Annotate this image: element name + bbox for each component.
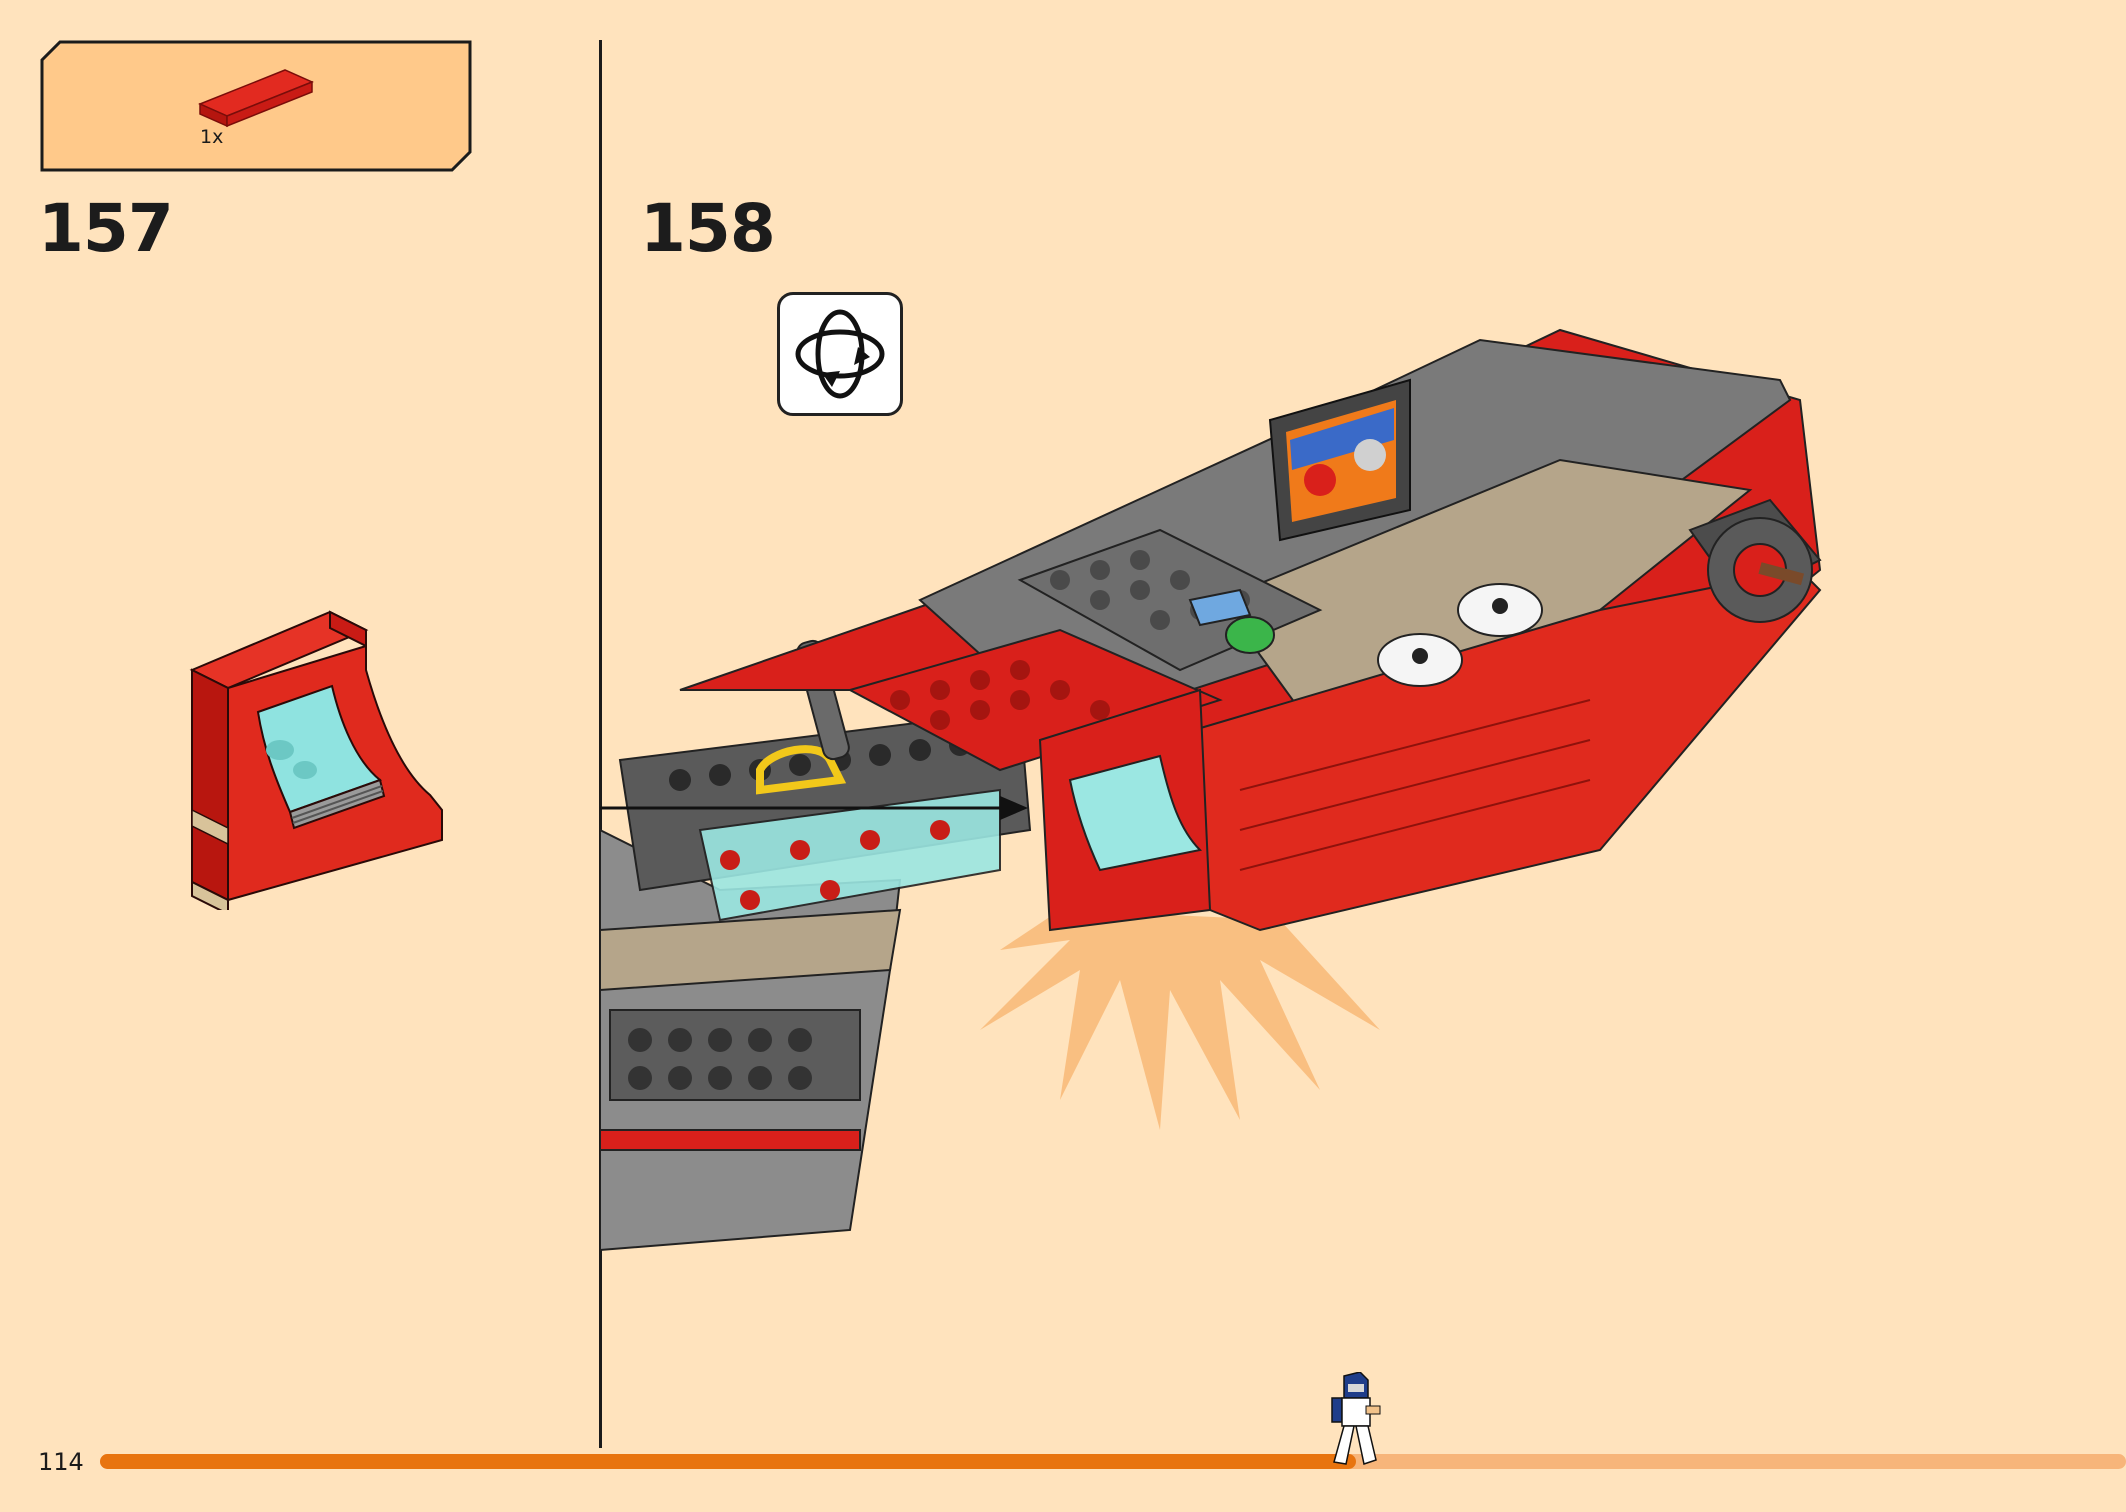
ninja-minifigure-icon <box>1331 1372 1381 1465</box>
step-158-model <box>600 328 1822 1252</box>
progress-fill <box>100 1454 1357 1469</box>
attach-glow <box>980 910 1380 1130</box>
step-number-158: 158 <box>640 190 776 267</box>
parts-callout-frame <box>40 40 472 172</box>
red-plate-part <box>198 69 314 128</box>
page-number: 114 <box>38 1448 84 1476</box>
step-number-157: 157 <box>38 190 174 267</box>
progress-bar <box>100 1454 2126 1469</box>
step-divider <box>599 40 602 1448</box>
part-quantity: 1x <box>200 126 224 148</box>
parts-callout: 1x <box>40 40 472 172</box>
rotate-model-icon <box>777 292 903 416</box>
insert-arrow <box>600 796 1028 820</box>
step-157-subassembly <box>189 610 443 910</box>
